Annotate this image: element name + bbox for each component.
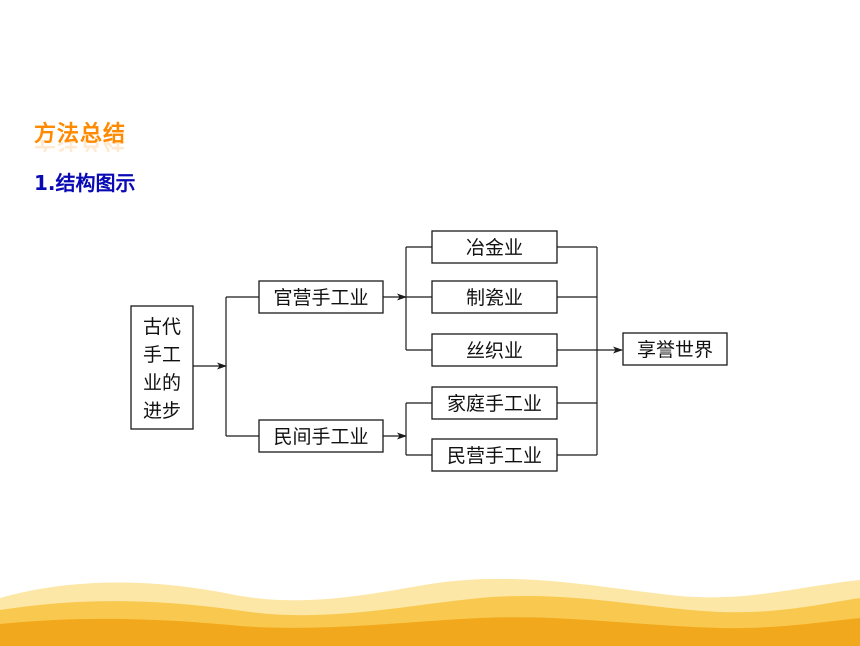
privately-run-label: 民营手工业: [447, 445, 542, 467]
privately-run-box: [431, 438, 558, 472]
section-subtitle: 1.结构图示: [34, 171, 136, 195]
root-node-line-2: 手工: [143, 344, 181, 366]
official-handicraft-label: 官营手工业: [273, 287, 368, 309]
private-handicraft-label: 民间手工业: [273, 426, 368, 448]
household-box: [431, 386, 558, 420]
silk-label: 丝织业: [466, 340, 523, 362]
section-title: 方法总结: [34, 122, 127, 147]
metallurgy-box: [431, 230, 558, 264]
metallurgy-label: 冶金业: [466, 237, 523, 259]
footer-wave-decoration: [0, 578, 860, 646]
footer-wave-dark: [0, 617, 860, 646]
result-label: 享誉世界: [637, 339, 713, 361]
private-handicraft-box: [258, 419, 384, 453]
porcelain-label: 制瓷业: [466, 287, 523, 309]
porcelain-box: [431, 280, 558, 314]
root-node-line-4: 进步: [143, 400, 181, 422]
official-handicraft-box: [258, 280, 384, 314]
silk-box: [431, 333, 558, 367]
root-node-line-1: 古代: [143, 316, 181, 338]
household-label: 家庭手工业: [447, 393, 542, 415]
root-node-box: [130, 305, 194, 430]
root-node-line-3: 业的: [143, 372, 181, 394]
result-box: [622, 332, 728, 366]
